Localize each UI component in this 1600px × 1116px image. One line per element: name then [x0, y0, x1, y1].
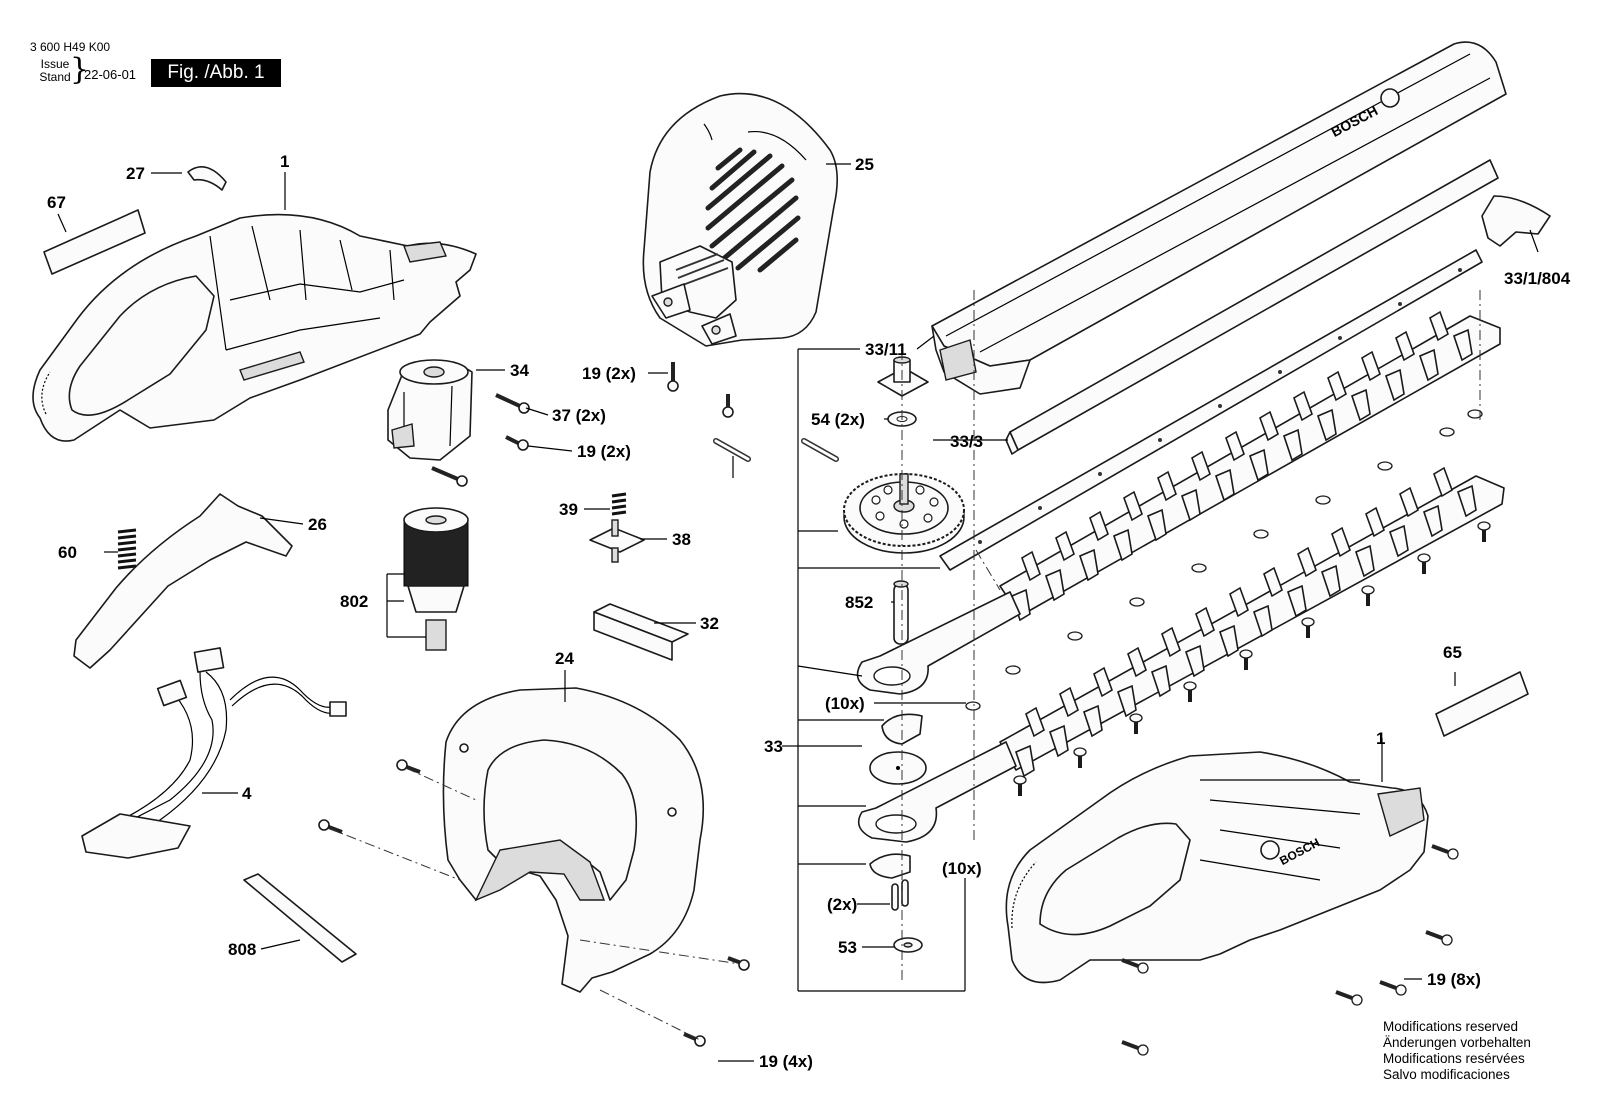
- rail-33-3: [1005, 159, 1499, 455]
- callout-34: 34: [510, 361, 529, 380]
- leader-lines: [57, 163, 1539, 1062]
- label-65: [1435, 671, 1529, 737]
- pins-2x: [891, 879, 909, 911]
- end-cap-33-1-804: [1481, 195, 1551, 247]
- screw-37-a: [495, 393, 530, 414]
- callout-60: 60: [58, 543, 77, 562]
- callout-26: 26: [308, 515, 327, 534]
- handle-bracket-26: [73, 493, 293, 669]
- callout-1-top: 1: [280, 152, 289, 171]
- document-number: 3 600 H49 K00: [30, 40, 111, 54]
- issue-label-en: Issue: [40, 57, 70, 71]
- callout-19-8x: 19 (8x): [1427, 970, 1481, 989]
- callout-852: 852: [845, 593, 873, 612]
- screw-cover-b: [722, 394, 734, 418]
- callout-33-11: 33/11: [865, 340, 907, 359]
- blade-guard-33-11: BOSCH: [931, 41, 1507, 395]
- callout-24: 24: [555, 649, 574, 668]
- issue-label-de: Stand: [39, 70, 71, 84]
- note-en: Modifications reserved: [1383, 1019, 1519, 1034]
- rear-handle-24: [442, 687, 705, 993]
- callout-37: 37 (2x): [552, 406, 606, 425]
- gear-large: [843, 473, 965, 554]
- screws-19-8x: [1121, 844, 1459, 1056]
- group-33-bracket: [782, 348, 966, 992]
- callout-33-1-804: 33/1/804: [1504, 269, 1571, 288]
- screw-24-a: [396, 759, 421, 774]
- pin-852: [893, 583, 909, 645]
- label-808: [243, 873, 357, 963]
- housing-half-1-top: [32, 213, 477, 442]
- clip-27: [187, 166, 227, 191]
- callout-54: 54 (2x): [811, 410, 865, 429]
- bushing-33-11: [877, 356, 929, 397]
- callout-33: 33: [764, 737, 783, 756]
- callout-1-bottom: 1: [1376, 729, 1385, 748]
- note-es: Salvo modificaciones: [1383, 1067, 1510, 1082]
- callout-53: 53: [838, 938, 857, 957]
- issue-label: Issue Stand: [30, 58, 80, 84]
- guide-bar: [939, 249, 1483, 571]
- screw-cover-a: [667, 362, 679, 392]
- callout-65: 65: [1443, 643, 1462, 662]
- figure-label: Fig. /Abb. 1: [151, 59, 281, 87]
- callout-38: 38: [672, 530, 691, 549]
- screw-24-c: [727, 956, 750, 971]
- issue-date: 22-06-01: [84, 67, 137, 82]
- note-fr: Modifications resérvées: [1383, 1051, 1525, 1066]
- blade-screws: [1013, 521, 1491, 796]
- label-strip-67: [43, 209, 146, 275]
- callout-808: 808: [228, 940, 256, 959]
- callout-32: 32: [700, 614, 719, 633]
- modifications-notes: Modifications reserved Änderungen vorbeh…: [1383, 1019, 1531, 1083]
- blade-washers: [965, 409, 1483, 711]
- issue-brace: }: [70, 52, 90, 87]
- screw-37-b: [505, 435, 529, 451]
- wiring-harness-4: [81, 647, 347, 859]
- callout-67: 67: [47, 193, 66, 212]
- callout-25: 25: [855, 155, 874, 174]
- callout-4: 4: [242, 784, 252, 803]
- callout-33-3: 33/3: [950, 432, 983, 451]
- lower-blade: [999, 466, 1505, 778]
- motor-802: [403, 507, 469, 651]
- gear-housing-34: [387, 359, 473, 461]
- callout-39: 39: [559, 500, 578, 519]
- cam-piece: [881, 713, 923, 745]
- callout-27: 27: [126, 164, 145, 183]
- screw-24-b: [318, 819, 343, 834]
- upper-blade: [999, 310, 1501, 622]
- note-de: Änderungen vorbehalten: [1383, 1035, 1531, 1050]
- block-32: [593, 603, 689, 661]
- spring-39: [611, 492, 627, 516]
- callout-802: 802: [340, 592, 368, 611]
- cover-25: [642, 92, 838, 347]
- callout-19-cover: 19 (2x): [582, 364, 636, 383]
- pin-38: [589, 519, 645, 563]
- spring-60: [117, 528, 137, 570]
- cam-piece-lower: [869, 853, 911, 879]
- screw-24-d: [683, 1032, 706, 1047]
- callout-2x: (2x): [827, 895, 857, 914]
- callout-19-4x: 19 (4x): [759, 1052, 813, 1071]
- screw-mid-c: [431, 466, 468, 487]
- callout-19-mid: 19 (2x): [577, 442, 631, 461]
- callout-10x-left: (10x): [825, 694, 865, 713]
- housing-half-1-bottom: BOSCH: [1005, 751, 1429, 984]
- callout-10x-right: (10x): [942, 859, 982, 878]
